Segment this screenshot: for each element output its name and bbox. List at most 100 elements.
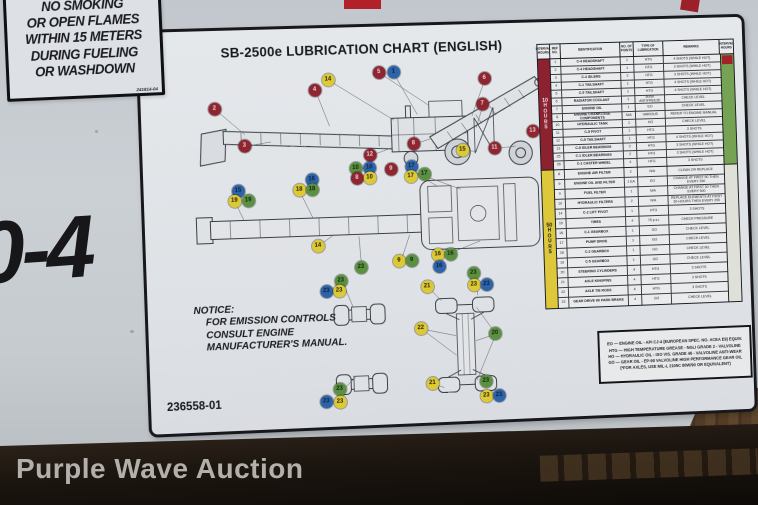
warning-sign-part-number: 241814-04 bbox=[136, 86, 159, 93]
table-cell: N/A bbox=[638, 186, 669, 197]
lube-point-7: 7 bbox=[475, 97, 489, 111]
table-cell: 3 bbox=[550, 74, 562, 82]
plan-view-conveyor bbox=[210, 214, 423, 239]
lube-point-2: 2 bbox=[207, 102, 221, 116]
table-cell: 13 bbox=[553, 145, 565, 153]
side-view-discharge-conveyor bbox=[428, 76, 544, 148]
lube-point-14: 14 bbox=[311, 239, 325, 253]
table-cell: HTG bbox=[636, 126, 667, 135]
table-cell: 11 bbox=[552, 129, 564, 137]
lube-point-23: 23 bbox=[332, 382, 347, 396]
red-paint-fragment bbox=[344, 0, 381, 9]
table-cell: 14 bbox=[555, 209, 567, 219]
table-header-cell: REMARKS bbox=[663, 39, 720, 56]
lube-point-23: 23 bbox=[479, 277, 493, 291]
table-cell: EO bbox=[638, 176, 669, 187]
table-cell: 1 bbox=[626, 226, 641, 236]
lube-point-23: 23 bbox=[319, 284, 333, 298]
table-cell: 15 bbox=[555, 219, 567, 229]
table-cell: 25 bbox=[553, 153, 565, 161]
table-cell: GO bbox=[640, 244, 671, 255]
notice-block: NOTICE: FOR EMISSION CONTROLS CONSULT EN… bbox=[193, 298, 372, 355]
table-cell: 75 p.s.i. bbox=[639, 215, 670, 226]
lube-point-8: 8 bbox=[350, 171, 364, 185]
table-cell: HTG bbox=[634, 79, 665, 88]
table-cell: GO bbox=[640, 235, 671, 245]
table-cell: HTG bbox=[641, 274, 672, 285]
lube-point-22: 22 bbox=[414, 321, 428, 335]
table-cell: GEAR DRIVE W/ PARK BRAKE bbox=[569, 295, 630, 308]
lube-point-4: 4 bbox=[307, 83, 322, 97]
table-cell: 22 bbox=[558, 287, 570, 298]
lube-point-1: 1 bbox=[386, 65, 400, 79]
lube-point-8: 8 bbox=[406, 136, 420, 150]
table-cell: 1 bbox=[620, 56, 635, 65]
lube-point-9: 9 bbox=[405, 253, 419, 267]
table-header-cell: IDENTIFICATION bbox=[560, 42, 621, 59]
lube-point-18: 18 bbox=[292, 183, 306, 197]
table-cell: HTG bbox=[641, 264, 672, 275]
lube-point-14: 14 bbox=[321, 72, 335, 87]
table-cell: 2 bbox=[624, 167, 639, 177]
side-view-front-conveyor bbox=[223, 126, 394, 154]
lube-point-21: 21 bbox=[420, 279, 434, 293]
table-cell: 1 bbox=[625, 206, 640, 217]
lube-point-23: 23 bbox=[492, 388, 506, 402]
interval-column-right bbox=[719, 54, 737, 164]
table-cell: 2 bbox=[623, 143, 638, 151]
table-cell: 2 bbox=[625, 197, 640, 207]
table-cell: HTG bbox=[635, 87, 665, 96]
lube-point-17: 17 bbox=[404, 169, 418, 183]
lube-point-23: 23 bbox=[333, 395, 347, 409]
table-cell: 1 bbox=[621, 96, 636, 104]
table-cell: 8 bbox=[554, 170, 566, 180]
table-cell: HTG bbox=[636, 134, 667, 143]
painted-unit-number: 0-4 bbox=[0, 196, 95, 303]
lube-point-11: 11 bbox=[487, 141, 501, 155]
table-cell: GO bbox=[639, 225, 670, 236]
lube-point-18: 18 bbox=[305, 182, 319, 196]
table-cell: 4 bbox=[627, 265, 642, 275]
table-cell: 18 bbox=[556, 248, 568, 258]
table-cell: HO bbox=[636, 118, 667, 127]
table-cell: 1 bbox=[550, 59, 562, 67]
table-cell: GO bbox=[642, 293, 673, 305]
table-cell: 1 bbox=[622, 127, 637, 135]
lube-point-21: 21 bbox=[425, 376, 439, 390]
table-cell: 1 bbox=[626, 236, 641, 246]
table-cell: 2 bbox=[550, 66, 562, 75]
lube-point-16: 16 bbox=[431, 247, 445, 261]
table-cell: N/A bbox=[637, 166, 668, 177]
no-smoking-warning-decal: NO SMOKING OR OPEN FLAMES WITHIN 15 METE… bbox=[2, 0, 166, 102]
lube-point-10: 10 bbox=[362, 170, 377, 185]
table-cell: VARIOUS bbox=[635, 110, 666, 119]
table-header-cell: NO. OF POINTS bbox=[620, 42, 634, 57]
table-cell: 17 bbox=[556, 238, 568, 249]
table-cell: HTG bbox=[633, 56, 664, 64]
red-interval-chip bbox=[721, 55, 733, 65]
lube-point-23: 23 bbox=[467, 277, 481, 292]
table-cell: N/A bbox=[638, 196, 669, 206]
table-cell: 1 bbox=[623, 135, 637, 143]
table-cell: 19 bbox=[557, 258, 569, 268]
lube-point-23: 23 bbox=[479, 388, 493, 403]
lube-point-17: 17 bbox=[417, 167, 431, 181]
table-cell: HTG bbox=[641, 284, 672, 294]
table-cell: 10 bbox=[555, 199, 567, 209]
table-cell: 1 bbox=[621, 88, 636, 96]
table-cell: 1 bbox=[622, 119, 637, 127]
lube-point-9: 9 bbox=[392, 253, 406, 268]
lube-point-23: 23 bbox=[466, 266, 480, 280]
table-cell: HTG bbox=[637, 150, 668, 158]
auction-watermark: Purple Wave Auction bbox=[16, 453, 304, 484]
table-cell: 5 bbox=[551, 90, 563, 98]
lube-point-15: 15 bbox=[455, 143, 469, 157]
dirt-speck bbox=[130, 330, 134, 333]
lube-point-23: 23 bbox=[332, 283, 346, 298]
table-cell: 12 bbox=[553, 137, 564, 145]
table-cell: 9 bbox=[554, 189, 566, 199]
table-cell: HTG bbox=[636, 142, 667, 151]
